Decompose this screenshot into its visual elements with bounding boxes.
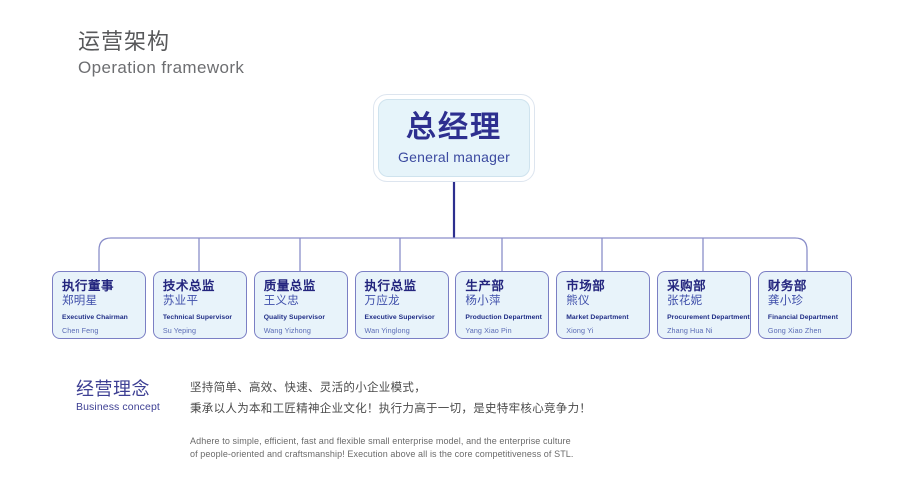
- page-title-cn: 运营架构: [78, 29, 171, 54]
- department-person-en: Wang Yizhong: [263, 325, 311, 335]
- department-person-cn: 王义忠: [263, 295, 300, 308]
- department-person-cn: 龚小珍: [767, 295, 804, 308]
- department-person-en: Wan Yinglong: [364, 325, 410, 335]
- department-person-cn: 郑明星: [62, 295, 98, 308]
- department-title-en: Quality Supervisor: [263, 313, 326, 321]
- department-node-quality-supervisor[interactable]: 质量总监 王义忠 Quality Supervisor Wang Yizhong: [253, 271, 348, 339]
- business-concept-line1-en: Adhere to simple, efficient, fast and fl…: [190, 435, 571, 446]
- department-node-procurement[interactable]: 采购部 张花妮 Procurement Department Zhang Hua…: [657, 271, 752, 339]
- general-manager-title-cn: 总经理: [406, 111, 502, 144]
- department-title-en: Procurement Department: [667, 313, 750, 321]
- department-node-financial[interactable]: 财务部 龚小珍 Financial Department Gong Xiao Z…: [757, 271, 852, 339]
- department-title-cn: 技术总监: [162, 279, 215, 293]
- department-title-en: Executive Chairman: [62, 313, 128, 321]
- department-person-cn: 张花妮: [667, 295, 703, 308]
- department-title-cn: 生产部: [465, 279, 505, 293]
- department-person-en: Yang Xiao Pin: [465, 325, 512, 335]
- business-concept-line1-cn: 坚持简单、高效、快速、灵活的小企业模式，: [190, 382, 426, 394]
- department-title-cn: 执行总监: [364, 279, 417, 293]
- business-concept-label: 经营理念 Business concept: [76, 379, 184, 413]
- department-node-executive-supervisor[interactable]: 执行总监 万应龙 Executive Supervisor Wan Yinglo…: [354, 271, 449, 339]
- department-title-cn: 采购部: [667, 279, 707, 293]
- business-concept-label-cn: 经营理念: [76, 379, 150, 399]
- department-person-en: Gong Xiao Zhen: [767, 325, 822, 335]
- department-title-en: Executive Supervisor: [364, 313, 435, 321]
- business-concept-line2-cn: 秉承以人为本和工匠精神企业文化！执行力高于一切，是史特牢核心竞争力！: [190, 403, 592, 416]
- general-manager-title-en: General manager: [398, 149, 510, 165]
- department-title-cn: 执行董事: [62, 279, 115, 293]
- department-person-cn: 万应龙: [364, 295, 400, 308]
- business-concept-line2-en: of people-oriented and craftsmanship! Ex…: [190, 449, 574, 460]
- department-title-cn: 市场部: [566, 279, 606, 293]
- department-node-production[interactable]: 生产部 杨小萍 Production Department Yang Xiao …: [455, 271, 550, 339]
- department-title-en: Market Department: [566, 313, 629, 321]
- department-title-en: Technical Supervisor: [162, 313, 233, 321]
- department-person-en: Zhang Hua Ni: [667, 325, 713, 335]
- department-person-en: Xiong Yi: [566, 325, 594, 335]
- department-title-en: Financial Department: [767, 313, 839, 321]
- department-title-en: Production Department: [465, 313, 542, 321]
- page-title-en: Operation framework: [78, 57, 245, 77]
- department-person-en: Su Yeping: [162, 325, 197, 335]
- department-title-cn: 质量总监: [263, 279, 316, 293]
- department-node-technical-supervisor[interactable]: 技术总监 苏业平 Technical Supervisor Su Yeping: [152, 271, 247, 339]
- business-concept-label-en: Business concept: [76, 400, 160, 413]
- department-node-market[interactable]: 市场部 熊仪 Market Department Xiong Yi: [556, 271, 651, 339]
- department-person-cn: 熊仪: [566, 295, 590, 308]
- page-header: 运营架构 Operation framework: [78, 28, 244, 79]
- general-manager-node-inner: 总经理 General manager: [378, 99, 530, 177]
- business-concept-body: 坚持简单、高效、快速、灵活的小企业模式， 秉承以人为本和工匠精神企业文化！执行力…: [190, 378, 610, 462]
- department-node-executive-chairman[interactable]: 执行董事 郑明星 Executive Chairman Chen Feng: [52, 271, 146, 339]
- department-person-cn: 杨小萍: [465, 295, 501, 308]
- department-title-cn: 财务部: [767, 279, 807, 293]
- horizontal-bus-line: [98, 237, 808, 272]
- department-person-en: Chen Feng: [62, 325, 99, 335]
- department-person-cn: 苏业平: [162, 295, 199, 308]
- general-manager-node[interactable]: 总经理 General manager: [373, 94, 535, 182]
- department-node-row: 执行董事 郑明星 Executive Chairman Chen Feng 技术…: [52, 271, 852, 339]
